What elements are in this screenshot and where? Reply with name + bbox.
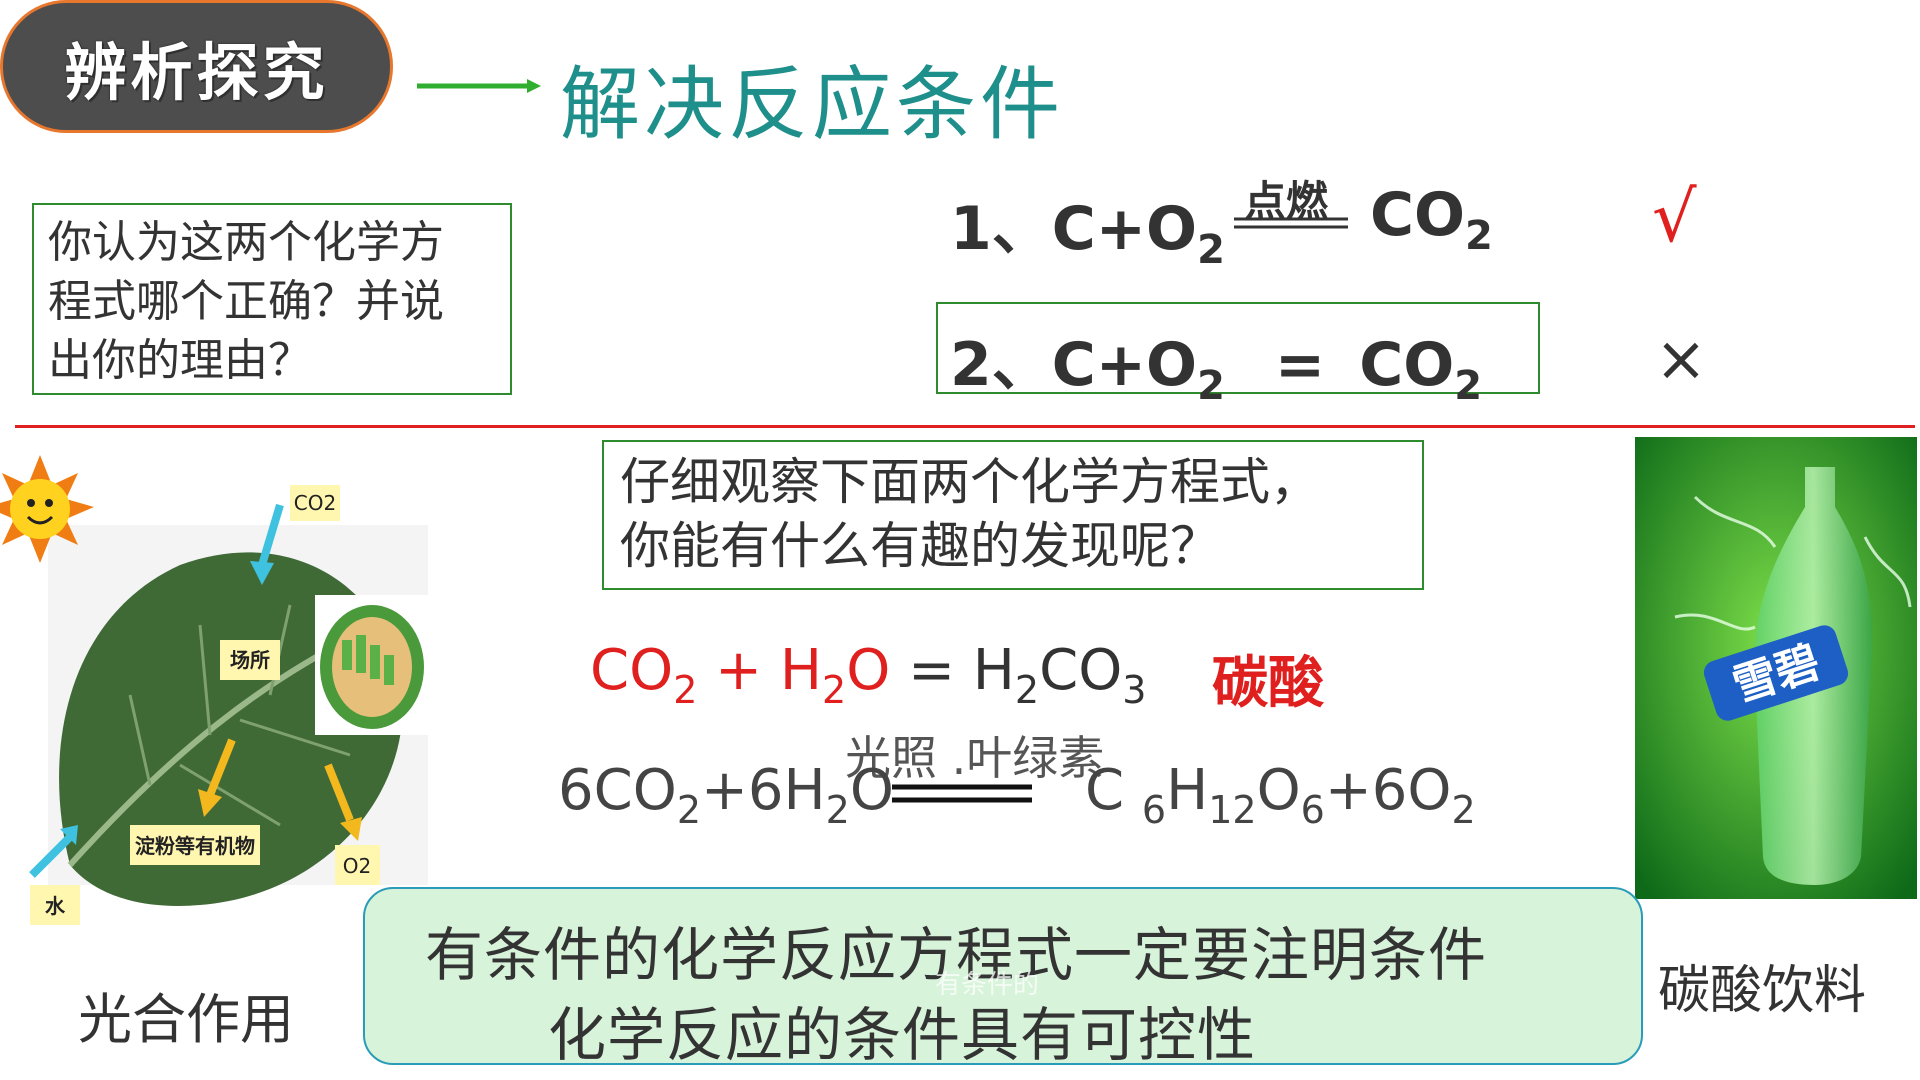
cross-mark-icon: × [1655,322,1707,395]
place-label: 场所 [230,648,270,672]
water-label: 水 [45,894,66,918]
question-line: 你认为这两个化学方 [48,217,444,268]
question-line: 程式哪个正确？并说 [48,276,444,327]
equation-4-right: C 6H12O6+6O2 [1085,758,1476,832]
green-arrow-icon [417,79,541,93]
starch-label: 淀粉等有机物 [135,834,255,858]
question-box-2: 仔细观察下面两个化学方程式， 你能有什么有趣的发现呢？ [602,440,1424,590]
section-tag-label: 辨析探究 [64,35,329,109]
eq-number: 1、 [950,194,1052,264]
eq-subscript: 2 [1197,227,1225,273]
page-title: 解决反应条件 [560,58,1064,151]
check-mark-icon: √ [1652,176,1697,258]
eq-number: 2、 [950,330,1052,400]
co2-label: CO2 [294,491,336,515]
equation-3: CO2 + H2O = H2CO3 [590,638,1147,712]
eq-reactant: C+O [1051,194,1198,264]
eq-reactant: C+O [1051,330,1198,400]
equation-1-right: CO2 [1370,180,1493,256]
double-line-icon [1234,217,1348,229]
eq-subscript: 2 [1197,363,1225,409]
carbonated-drink-caption: 碳酸饮料 [1658,961,1867,1021]
arrow-icon [29,503,362,878]
red-divider [15,425,1915,428]
carbonic-acid-label: 碳酸 [1212,651,1324,716]
eq-subscript: 2 [1465,213,1493,259]
photosynthesis-condition: 光照 .叶绿素 [845,731,1105,785]
eq-subscript: 2 [1454,363,1483,409]
chloroplast-icon [320,605,424,729]
conclusion-line-1: 有条件的化学反应方程式一定要注明条件 [425,921,1488,989]
question-box-1: 你认为这两个化学方 程式哪个正确？并说 出你的理由？ [32,203,512,395]
sprite-drink-image: 雪碧 [1635,437,1917,899]
question-line: 你能有什么有趣的发现呢？ [620,517,1220,575]
photosynthesis-caption: 光合作用 [78,988,294,1051]
photosynthesis-image: CO2 场所 淀粉等有机物 O2 水 [0,455,430,925]
equation-1-left: 1、C+O2 [950,180,1225,270]
question-line: 仔细观察下面两个化学方程式， [620,453,1320,511]
sun-icon [0,455,94,563]
double-line-icon [892,784,1032,803]
equation-2: 2、C+O2=CO2 [950,316,1482,406]
conclusion-box [363,887,1643,1065]
watermark-text: 有条件的 [935,970,1040,1000]
section-tag: 辨析探究 [0,0,393,133]
eq-product: CO [1359,330,1455,400]
equation-4-left: 6CO2+6H2O [558,758,894,832]
question-line: 出你的理由？ [48,335,312,386]
equation-2-box [936,302,1540,394]
o2-label: O2 [343,854,371,878]
eq-product: CO [1370,180,1466,250]
conclusion-line-2: 化学反应的条件具有可控性 [548,1001,1257,1069]
eq-sign: = [1274,330,1326,400]
